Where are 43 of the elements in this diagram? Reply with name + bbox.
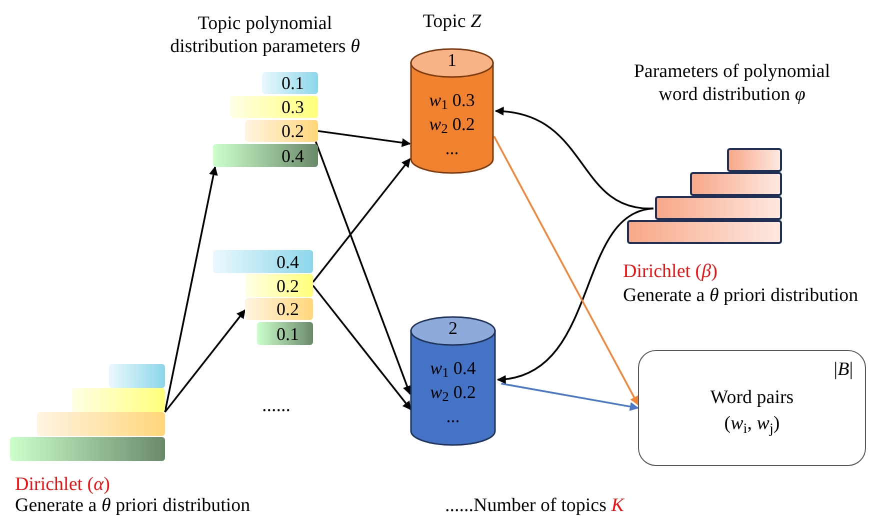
probability-bar: 0.4 [213,144,318,167]
arrow [164,166,218,412]
topic-word-probability: w$_{2}$ 0.2 [430,381,476,404]
probability-bar: 0.4 [213,250,313,273]
node-caption: Dirichlet (α) [15,473,110,496]
diagram-label: Topic polynomial distribution parameters θ [169,12,361,58]
stacked-bars-drawing [627,148,782,244]
arrow [501,382,639,411]
arrow [494,107,654,210]
node-caption: Generate a θ priori distribution [623,284,858,307]
node-caption: Dirichlet (β) [623,260,718,283]
probability-bar: 0.1 [262,72,318,94]
probability-bar: 0.3 [230,96,318,118]
diagram-label: ......Number of topics K [445,494,624,517]
database-cylinder [410,48,494,174]
probability-bar: 0.2 [245,274,313,297]
node-caption: Parameters of polynomial word distribution φ [632,60,832,106]
arrow [312,284,412,410]
node-caption: Generate a θ priori distribution [15,494,250,517]
box-text: (w$_{i}$, w$_{j}$) [724,412,780,437]
topic-word-probability: ... [445,137,459,160]
arrow [312,158,411,283]
topic-word-probability: w$_{1}$ 0.4 [430,357,476,380]
probability-bar: 0.2 [245,298,313,320]
arrow [493,136,639,406]
diagram-label: Topic Z [422,10,482,33]
arrow [164,309,246,413]
topic-number: 1 [448,51,456,69]
topic-word-probability: ... [446,405,460,428]
box-text: Word pairs [710,386,794,410]
topic-word-probability: w$_{1}$ 0.3 [429,89,475,112]
stacked-bars-drawing [10,364,165,460]
probability-bar: 0.2 [245,120,318,142]
topic-word-probability: w$_{2}$ 0.2 [429,113,475,136]
word-pairs-box [638,350,866,466]
arrow [314,139,412,395]
probability-bar: 0.1 [257,322,313,345]
database-cylinder [410,316,496,446]
arrow [318,130,411,148]
arrow [496,208,654,383]
set-size-label: |B| [834,358,853,382]
diagram-label: ...... [262,394,290,417]
topic-number: 2 [448,319,458,337]
